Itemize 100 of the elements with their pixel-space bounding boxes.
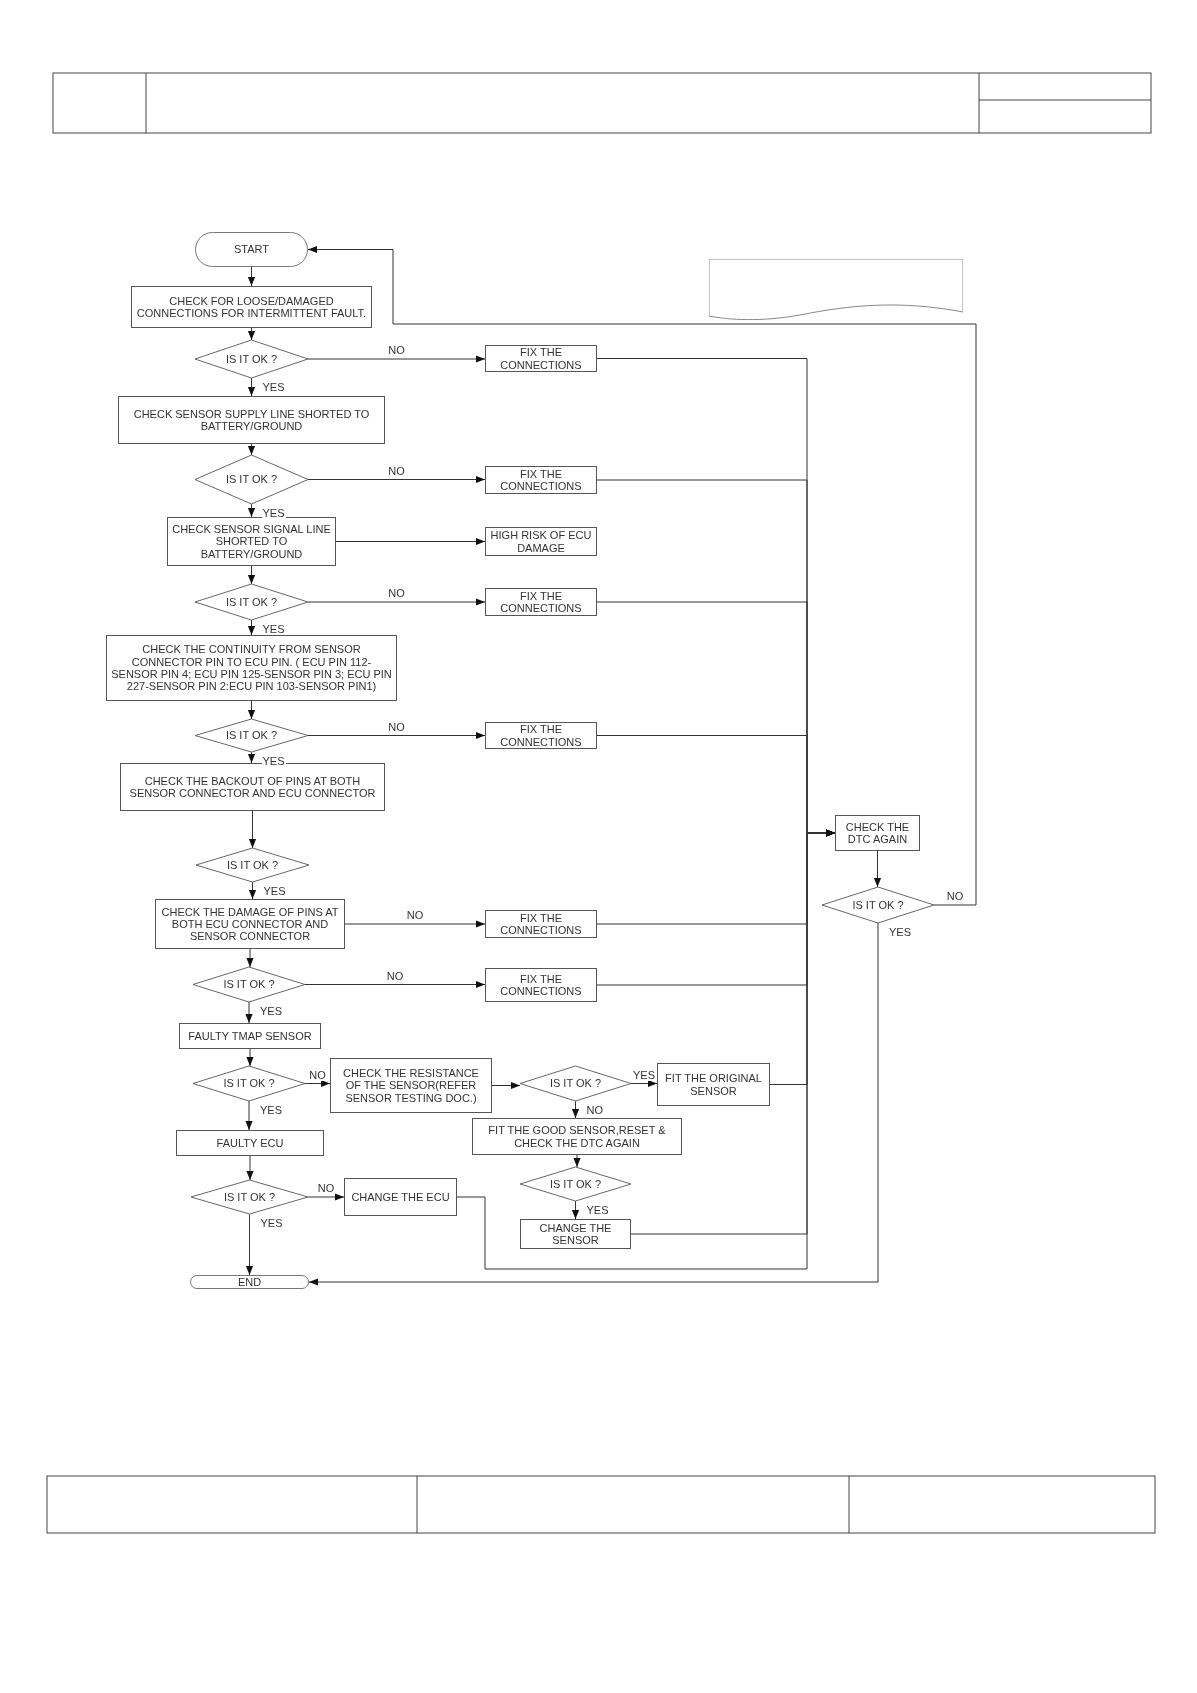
decision-diamond	[193, 1066, 305, 1101]
edge-label: NO	[387, 344, 406, 357]
arrow	[307, 475, 486, 484]
process-box	[330, 1058, 492, 1113]
arrow	[247, 377, 256, 397]
decision-diamond	[520, 1066, 631, 1101]
edge-label: YES	[259, 1217, 284, 1230]
process-box	[344, 1178, 457, 1216]
step-text: CHECK FOR LOOSE/DAMAGED CONNECTIONS FOR INTERMITTENT FAULT.	[135, 294, 368, 320]
question-text: IS IT OK ?	[852, 898, 904, 912]
question-text: IS IT OK ?	[223, 1077, 275, 1090]
process-box	[657, 1063, 770, 1106]
step-text: CHECK SENSOR SIGNAL LINE SHORTED TO BATTERY/GROUND	[171, 523, 332, 560]
decision-diamond	[195, 455, 308, 504]
edge-label: YES	[585, 1204, 610, 1217]
edge-label: NO	[945, 890, 965, 903]
arrow	[571, 1100, 580, 1119]
decision-diamond	[520, 1167, 631, 1201]
arrow	[247, 503, 256, 518]
terminator	[195, 232, 308, 267]
arrow	[247, 619, 256, 636]
arrow	[248, 810, 257, 849]
arrow	[246, 1155, 254, 1181]
step-text: CHANGE THE ECU	[351, 1190, 450, 1204]
process-box	[485, 910, 597, 938]
step-text: FIX THE CONNECTIONS	[499, 972, 583, 998]
step-text: FIX THE CONNECTIONS	[499, 911, 583, 937]
arrow	[304, 980, 486, 989]
edge-label: YES	[632, 1068, 656, 1081]
step-text: FAULTY ECU	[216, 1136, 284, 1150]
arrow	[335, 537, 486, 546]
arrow	[245, 1100, 253, 1131]
step-text: CHECK THE CONTINUITY FROM SENSOR CONNECTOR PIN TO ECU PIN. ( ECU PIN 112-SENSOR PIN 4; ECU PIN 125-SENSOR PIN 3; ECU PIN 227-SENSOR PIN 2:ECU PIN 103-SENSOR PIN1)	[110, 643, 393, 693]
edge-label: NO	[308, 1068, 327, 1081]
step-text: FIX THE CONNECTIONS	[499, 723, 583, 748]
arrow	[630, 1079, 658, 1088]
edge-label: NO	[387, 464, 406, 477]
arrow	[307, 731, 486, 740]
process-box	[520, 1219, 631, 1249]
question-text: IS IT OK ?	[226, 858, 279, 872]
edge-label: YES	[261, 507, 286, 520]
process-box	[106, 635, 397, 701]
arrow	[247, 751, 256, 764]
arrow	[246, 1048, 254, 1067]
arrow	[247, 443, 256, 456]
arrow	[247, 565, 256, 585]
step-text: CHANGE THE SENSOR	[538, 1221, 613, 1247]
arrow	[247, 327, 256, 341]
step-text: FAULTY TMAP SENSOR	[188, 1029, 312, 1043]
process-box	[179, 1023, 321, 1049]
step-text: END	[237, 1275, 262, 1289]
edge-label: YES	[259, 1005, 283, 1018]
process-box	[835, 815, 920, 851]
arrow	[873, 850, 882, 888]
process-box	[167, 517, 336, 566]
decision-diamond	[822, 887, 934, 923]
edge-label: NO	[405, 909, 425, 922]
process-box	[485, 722, 597, 749]
arrow	[491, 1081, 521, 1090]
question-text: IS IT OK ?	[549, 1177, 602, 1191]
question-text: IS IT OK ?	[225, 473, 278, 486]
edge-label: NO	[387, 720, 406, 733]
step-text: START	[233, 243, 269, 256]
edge-label: YES	[261, 623, 286, 636]
step-text: FIX THE CONNECTIONS	[499, 467, 583, 493]
step-text: CHECK THE BACKOUT OF PINS AT BOTH SENSOR CONNECTOR AND ECU CONNECTOR	[128, 774, 377, 800]
step-text: CHECK THE DAMAGE OF PINS AT BOTH ECU CONNECTOR AND SENSOR CONNECTOR	[160, 905, 340, 943]
arrow	[248, 881, 257, 900]
process-box	[485, 588, 597, 616]
arrow	[573, 1154, 581, 1168]
decision-diamond	[196, 848, 309, 882]
edge-label: NO	[316, 1182, 336, 1195]
question-text: IS IT OK ?	[225, 352, 278, 366]
decision-diamond	[195, 340, 308, 378]
edge-label: YES	[262, 885, 287, 898]
document-symbol	[709, 259, 963, 320]
edge-label: NO	[387, 587, 406, 600]
edge-label: YES	[261, 381, 286, 394]
process-box	[176, 1130, 324, 1156]
arrow	[247, 266, 256, 287]
edge-label: NO	[385, 969, 405, 982]
step-text: HIGH RISK OF ECU DAMAGE	[489, 529, 593, 554]
arrow	[344, 920, 486, 928]
arrow	[307, 598, 486, 606]
question-text: IS IT OK ?	[549, 1077, 602, 1090]
decision-diamond	[191, 1180, 308, 1214]
arrow	[245, 1001, 253, 1024]
step-text: FIX THE CONNECTIONS	[499, 346, 583, 371]
process-box	[485, 345, 597, 372]
step-text: FIX THE CONNECTIONS	[499, 589, 583, 615]
process-box	[485, 968, 597, 1002]
decision-diamond	[195, 584, 308, 620]
step-text: CHECK SENSOR SUPPLY LINE SHORTED TO BATTERY/GROUND	[132, 407, 371, 433]
process-box	[155, 899, 345, 949]
question-text: IS IT OK ?	[225, 595, 278, 609]
step-text: CHECK THE RESISTANCE OF THE SENSOR(REFER SENSOR TESTING DOC.)	[342, 1067, 480, 1104]
process-box	[472, 1118, 682, 1155]
arrow	[571, 1200, 580, 1220]
step-text: FIT THE GOOD SENSOR,RESET & CHECK THE DTC AGAIN	[487, 1124, 667, 1149]
arrow	[307, 245, 977, 906]
